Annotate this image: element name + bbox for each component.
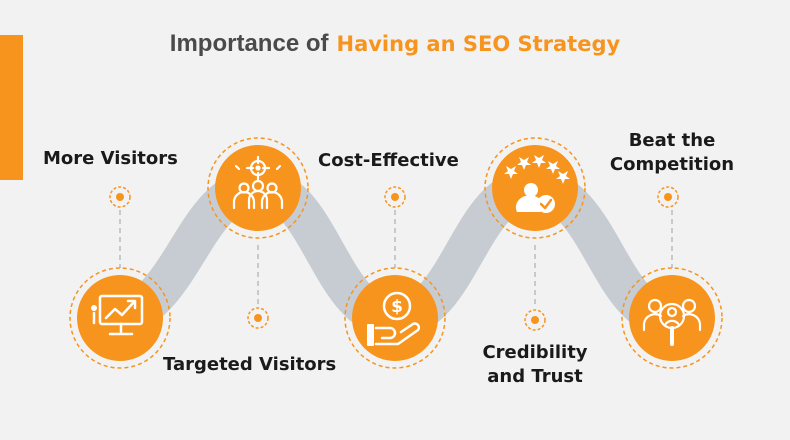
star-rating-user-check-icon [504,155,570,213]
step-label-beat-competition: Beat the Competition [597,129,747,177]
title-part-2: Having an SEO Strategy [336,32,621,56]
target-audience-icon [232,155,284,210]
step-label-credibility-trust: Credibility and Trust [472,341,598,389]
step-label-competition-line-1: Beat the [628,130,716,151]
hand-coin-dollar-icon: $ [367,291,421,346]
step-label-credibility-line-1: Credibility [482,342,588,363]
step-node-5 [621,267,723,369]
step-label-credibility-line-2: and Trust [487,366,583,387]
svg-text:$: $ [391,297,403,317]
step-label-cost-effective: Cost-Effective [318,150,459,171]
step-label-targeted-visitors: Targeted Visitors [163,354,337,375]
marker-dot-3 [384,186,406,208]
step-label-competition-line-2: Competition [609,154,735,175]
marker-dot-5 [657,186,679,208]
monitor-growth-chart-icon [91,294,144,336]
magnifier-team-icon [642,298,702,346]
step-node-3: $ [344,267,446,369]
connector-lines [119,210,673,305]
accent-bar [0,35,23,180]
page-title: Importance of Having an SEO Strategy [0,30,790,58]
marker-dot-4 [524,309,546,331]
step-node-4 [484,137,586,239]
marker-dot-2 [247,307,269,329]
step-node-1 [69,267,171,369]
marker-dot-1 [109,186,131,208]
step-node-2 [207,137,309,239]
step-label-more-visitors: More Visitors [43,148,178,169]
title-part-1: Importance of [169,30,329,57]
